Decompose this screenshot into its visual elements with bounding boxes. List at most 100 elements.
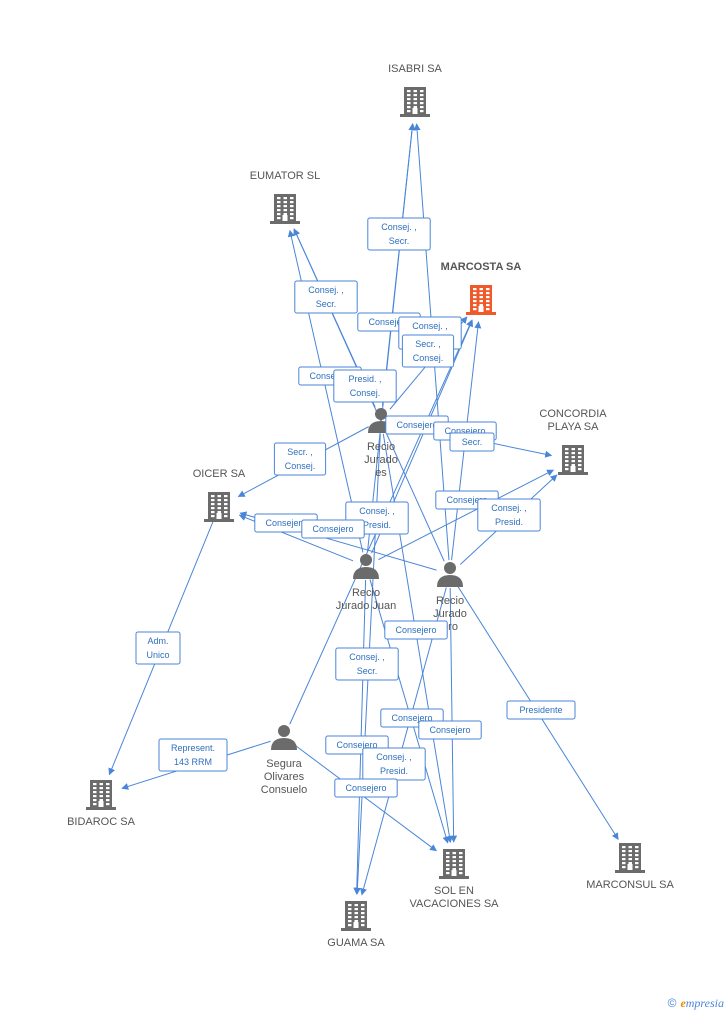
company-node-oicer[interactable]: OICER SA bbox=[193, 468, 246, 522]
edge-label[interactable]: Consejero bbox=[301, 519, 365, 539]
edge-p2-isabri bbox=[366, 123, 416, 553]
edge-label-text: Consej. bbox=[350, 388, 381, 398]
edge-label-text: Secr. , bbox=[415, 339, 441, 349]
edge-label-text: Consejero bbox=[312, 524, 353, 534]
edge-label-text: Consejero bbox=[395, 625, 436, 635]
node-label-line: Jurado bbox=[433, 608, 467, 620]
edge-label-box bbox=[301, 519, 365, 539]
node-label-line: BIDAROC SA bbox=[67, 816, 136, 828]
building-icon bbox=[439, 849, 469, 879]
edge-label-text: Secr. , bbox=[287, 447, 313, 457]
node-label-line: Jurado Juan bbox=[336, 600, 397, 612]
edge-label-box bbox=[401, 334, 455, 368]
empresia-brand[interactable]: ©empresia bbox=[668, 996, 724, 1011]
node-label-line: OICER SA bbox=[193, 468, 246, 480]
edge-label[interactable]: Consej. ,Secr. bbox=[367, 217, 431, 251]
edge-p4-sol bbox=[294, 744, 437, 852]
edge-label-text: Adm. bbox=[147, 636, 168, 646]
edge-label[interactable]: Consejero bbox=[384, 620, 448, 640]
node-label-line: SOL EN bbox=[434, 885, 474, 897]
building-icon bbox=[341, 901, 371, 931]
building-icon bbox=[466, 285, 496, 315]
edge-label-text: Consejero bbox=[309, 371, 350, 381]
edge-label-box bbox=[418, 720, 482, 740]
edge-p3-sol bbox=[449, 587, 458, 843]
edge-label-text: Presidente bbox=[519, 705, 562, 715]
brand-name: mpresia bbox=[685, 996, 724, 1010]
node-label-line: EUMATOR SL bbox=[250, 170, 321, 182]
building-icon bbox=[270, 194, 300, 224]
edge-label[interactable]: Consejero bbox=[334, 778, 398, 798]
node-label-line: CONCORDIA bbox=[539, 408, 607, 420]
node-label-line: PLAYA SA bbox=[548, 421, 600, 433]
edge-label-text: Consej. , bbox=[349, 652, 385, 662]
person-icon bbox=[353, 554, 379, 579]
edge-label-text: Consejero bbox=[336, 740, 377, 750]
building-icon bbox=[400, 87, 430, 117]
node-label-line: Segura bbox=[266, 758, 302, 770]
edge-label-text: Consej. , bbox=[381, 222, 417, 232]
edge-label[interactable]: Consej. ,Secr. bbox=[294, 280, 358, 314]
edge-label-box bbox=[273, 442, 327, 476]
edge-label[interactable]: Consejero bbox=[385, 415, 449, 435]
edge-label-text: Consej. , bbox=[359, 506, 395, 516]
edge-label[interactable]: Consej. ,Secr. bbox=[335, 647, 399, 681]
edge-label[interactable]: Consejero bbox=[418, 720, 482, 740]
edge-label-box bbox=[384, 620, 448, 640]
node-label-line: Olivares bbox=[264, 771, 305, 783]
edge-label-text: Consej. bbox=[285, 461, 316, 471]
building-icon bbox=[558, 445, 588, 475]
edge-label-text: Consejero bbox=[345, 783, 386, 793]
building-icon bbox=[615, 843, 645, 873]
copyright-symbol: © bbox=[667, 996, 677, 1010]
edge-label[interactable]: Adm.Unico bbox=[135, 631, 181, 665]
edge-label[interactable]: Represent. 143 RRM bbox=[158, 738, 228, 772]
edge-label-text: Consej. , bbox=[308, 285, 344, 295]
node-label-line: Recio bbox=[436, 595, 464, 607]
company-node-marconsul[interactable]: MARCONSUL SA bbox=[586, 843, 674, 891]
edge-label[interactable]: Consej. ,Presid. bbox=[362, 747, 426, 781]
edge-label[interactable]: Consej. ,Presid. bbox=[477, 498, 541, 532]
edge-label[interactable]: Presidente bbox=[506, 700, 576, 720]
node-label-line: es bbox=[375, 467, 387, 479]
edge-label[interactable]: Secr. , Consej. bbox=[401, 334, 455, 368]
edge-label-box bbox=[477, 498, 541, 532]
edge-label-text: Consej. , bbox=[376, 752, 412, 762]
edge-label-text: Consej. , bbox=[491, 503, 527, 513]
edge-label-text: Presid. bbox=[363, 520, 391, 530]
node-label-line: GUAMA SA bbox=[327, 937, 385, 949]
edge-label-text: 143 RRM bbox=[174, 757, 212, 767]
company-node-bidaroc[interactable]: BIDAROC SA bbox=[67, 780, 136, 828]
edge-label-box bbox=[506, 700, 576, 720]
node-label-line: Jurado bbox=[364, 454, 398, 466]
edge-label-text: Presid. , bbox=[348, 374, 381, 384]
edge-label-text: Consejero bbox=[368, 317, 409, 327]
building-icon bbox=[86, 780, 116, 810]
edge-label-text: Represent. bbox=[171, 743, 215, 753]
company-node-marcosta[interactable]: MARCOSTA SA bbox=[441, 261, 522, 315]
edge-label-box bbox=[449, 432, 495, 452]
node-label-line: VACACIONES SA bbox=[409, 898, 499, 910]
company-node-isabri[interactable]: ISABRI SA bbox=[388, 63, 443, 117]
edge-label-text: Secr. bbox=[462, 437, 483, 447]
edge-label-text: Consejero bbox=[446, 495, 487, 505]
edge-label-text: Consejero bbox=[444, 426, 485, 436]
edge-label-text: Consej. bbox=[413, 353, 444, 363]
node-label-line: MARCOSTA SA bbox=[441, 261, 522, 273]
edge-p2-concordia bbox=[378, 469, 555, 561]
edge-label-text: Consejero bbox=[391, 713, 432, 723]
edge-label-box bbox=[333, 369, 397, 403]
edge-label-box bbox=[294, 280, 358, 314]
edge-label[interactable]: Secr. , Consej. bbox=[273, 442, 327, 476]
company-node-guama[interactable]: GUAMA SA bbox=[327, 901, 385, 949]
edge-label[interactable]: Presid. , Consej. bbox=[333, 369, 397, 403]
company-node-eumator[interactable]: EUMATOR SL bbox=[250, 170, 321, 224]
edge-label[interactable]: Secr. bbox=[449, 432, 495, 452]
